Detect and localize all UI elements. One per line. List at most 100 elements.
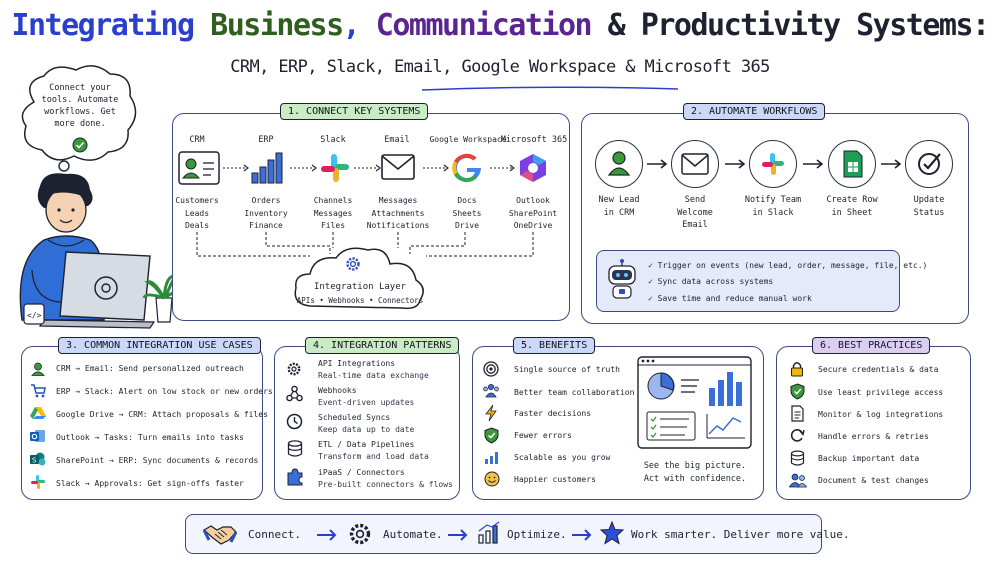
step-label-line: Create Row: [826, 195, 878, 205]
bullet-text: Save time and reduce manual work: [657, 294, 812, 303]
use-case-item: Google Drive → CRM: Attach proposals & f…: [56, 410, 268, 419]
title-part2: & Productivity Systems:: [591, 8, 990, 43]
pattern-title: Scheduled Syncs: [318, 413, 391, 422]
benefit-item: Fewer errors: [514, 431, 572, 440]
section-best-practices: [776, 346, 971, 500]
cart-icon: [31, 384, 46, 398]
automation-bullet: ✓ Sync data across systems: [648, 277, 774, 286]
workflow-step-label: New Lead in CRM: [587, 194, 651, 219]
workflow-step-label: Create Row in Sheet: [820, 194, 884, 219]
dashboard-illustration: [637, 356, 752, 449]
use-case-item: Slack → Approvals: Get sign-offs faster: [56, 479, 244, 488]
system-name-email: Email: [384, 135, 410, 145]
microsoft-365-icon: [520, 154, 546, 182]
check-circle-icon: [918, 153, 941, 175]
database-icon: [790, 450, 805, 466]
svg-text:</>: </>: [27, 311, 42, 320]
best-practice-item: Secure credentials & data: [818, 365, 939, 374]
footer-step-work-smarter: Work smarter. Deliver more value.: [631, 528, 850, 541]
bubble-line: workflows. Get: [44, 107, 116, 117]
system-item: Orders: [251, 196, 281, 205]
benefit-item: Faster decisions: [514, 409, 592, 418]
step-label-line: in Slack: [752, 207, 794, 218]
page-title: Integrating Business, Communication & Pr…: [0, 8, 1000, 43]
step-label-line: Status: [913, 207, 945, 218]
workflow-step-notify-slack: [749, 140, 797, 188]
bubble-line: more done.: [54, 119, 106, 129]
section2-badge: 2. AUTOMATE WORKFLOWS: [683, 103, 826, 120]
system-items-microsoft-365: Outlook SharePoint OneDrive: [493, 195, 573, 233]
system-item: Drive: [454, 221, 480, 230]
document-icon: [791, 405, 804, 422]
retry-icon: [790, 429, 805, 442]
best-practice-item: Use least privilege access: [818, 388, 944, 397]
workflow-step-label: Send Welcome Email: [663, 194, 727, 232]
growth-chart-icon: [478, 521, 500, 544]
workflow-step-label: Update Status: [897, 194, 961, 219]
section5-badge: 5. BENEFITS: [513, 337, 596, 354]
title-part1: Integrating: [11, 8, 211, 43]
system-item: Attachments: [371, 208, 425, 218]
pattern-title: iPaaS / Connectors: [318, 468, 405, 477]
lightning-icon: [485, 405, 497, 421]
gear-icon: [349, 523, 371, 545]
thought-bubble-text: Connect your tools. Automate workflows. …: [28, 82, 132, 130]
system-items-crm: Customers Leads Deals: [157, 195, 237, 233]
system-item: Outlook: [516, 196, 550, 205]
section1-badge: 1. CONNECT KEY SYSTEMS: [280, 103, 429, 120]
system-items-email: Messages Attachments Notifications: [358, 195, 438, 233]
best-practice-item: Backup important data: [818, 454, 920, 463]
pattern-title: Webhooks: [318, 386, 357, 395]
footer-step-optimize: Optimize.: [507, 528, 567, 541]
integration-connectors: [196, 232, 534, 257]
workflow-step-create-row: [828, 140, 876, 188]
check-badge-icon: [72, 137, 88, 153]
benefit-item: Scalable as you grow: [514, 453, 611, 462]
footer-banner: [185, 514, 822, 554]
automation-bullet: ✓ Save time and reduce manual work: [648, 294, 812, 303]
system-item: Deals: [184, 221, 210, 230]
system-name-erp: ERP: [258, 135, 274, 145]
use-case-item: SharePoint → ERP: Sync documents & recor…: [56, 456, 259, 465]
database-icon: [287, 440, 303, 457]
contact-card-icon: [178, 151, 220, 185]
footer-arrow: [317, 529, 337, 541]
integration-layer-subtitle: APIs • Webhooks • Connectors: [296, 296, 424, 305]
system-arrows: [223, 164, 515, 172]
step-label-line: Welcome: [677, 207, 713, 218]
integration-layer-title: Integration Layer: [313, 282, 407, 292]
webhook-icon: [286, 385, 303, 402]
pattern-subtitle: Real-time data exchange: [318, 371, 429, 380]
system-item: Docs: [457, 196, 477, 205]
target-icon: [483, 361, 499, 377]
user-icon: [607, 151, 631, 176]
slack-icon: [321, 154, 349, 182]
pattern-subtitle: Keep data up to date: [318, 425, 415, 434]
footer-arrow: [572, 529, 592, 541]
section4-badge: 4. INTEGRATION PATTERNS: [305, 337, 460, 354]
section6-badge: 6. BEST PRACTICES: [812, 337, 931, 354]
pattern-subtitle: Pre-built connectors & flows: [318, 480, 453, 489]
title-comma: ,: [342, 8, 376, 43]
use-case-item: CRM → Email: Send personalized outreach: [56, 364, 244, 373]
step-label-line: New Lead: [598, 195, 640, 205]
system-name-google-workspace: Google Workspace: [429, 135, 507, 144]
benefit-item: Single source of truth: [514, 365, 620, 374]
bar-chart-icon: [251, 152, 283, 184]
user-icon: [31, 362, 45, 376]
system-name-slack: Slack: [320, 135, 346, 145]
pattern-subtitle: Event-driven updates: [318, 398, 415, 407]
pattern-title: ETL / Data Pipelines: [318, 440, 415, 449]
system-item: Notifications: [366, 221, 430, 230]
gear-icon: [287, 362, 301, 376]
benefit-item: Happier customers: [514, 475, 596, 484]
system-item: Messages: [313, 208, 353, 218]
system-item: Customers: [175, 196, 219, 205]
puzzle-icon: [287, 468, 303, 486]
step-label-line: in CRM: [603, 207, 635, 218]
system-name-crm: CRM: [189, 135, 205, 145]
system-item: Leads: [184, 208, 210, 218]
system-item: SharePoint: [508, 208, 558, 218]
workflow-step-update-status: [905, 140, 953, 188]
person-with-laptop-illustration: </>: [19, 173, 179, 329]
